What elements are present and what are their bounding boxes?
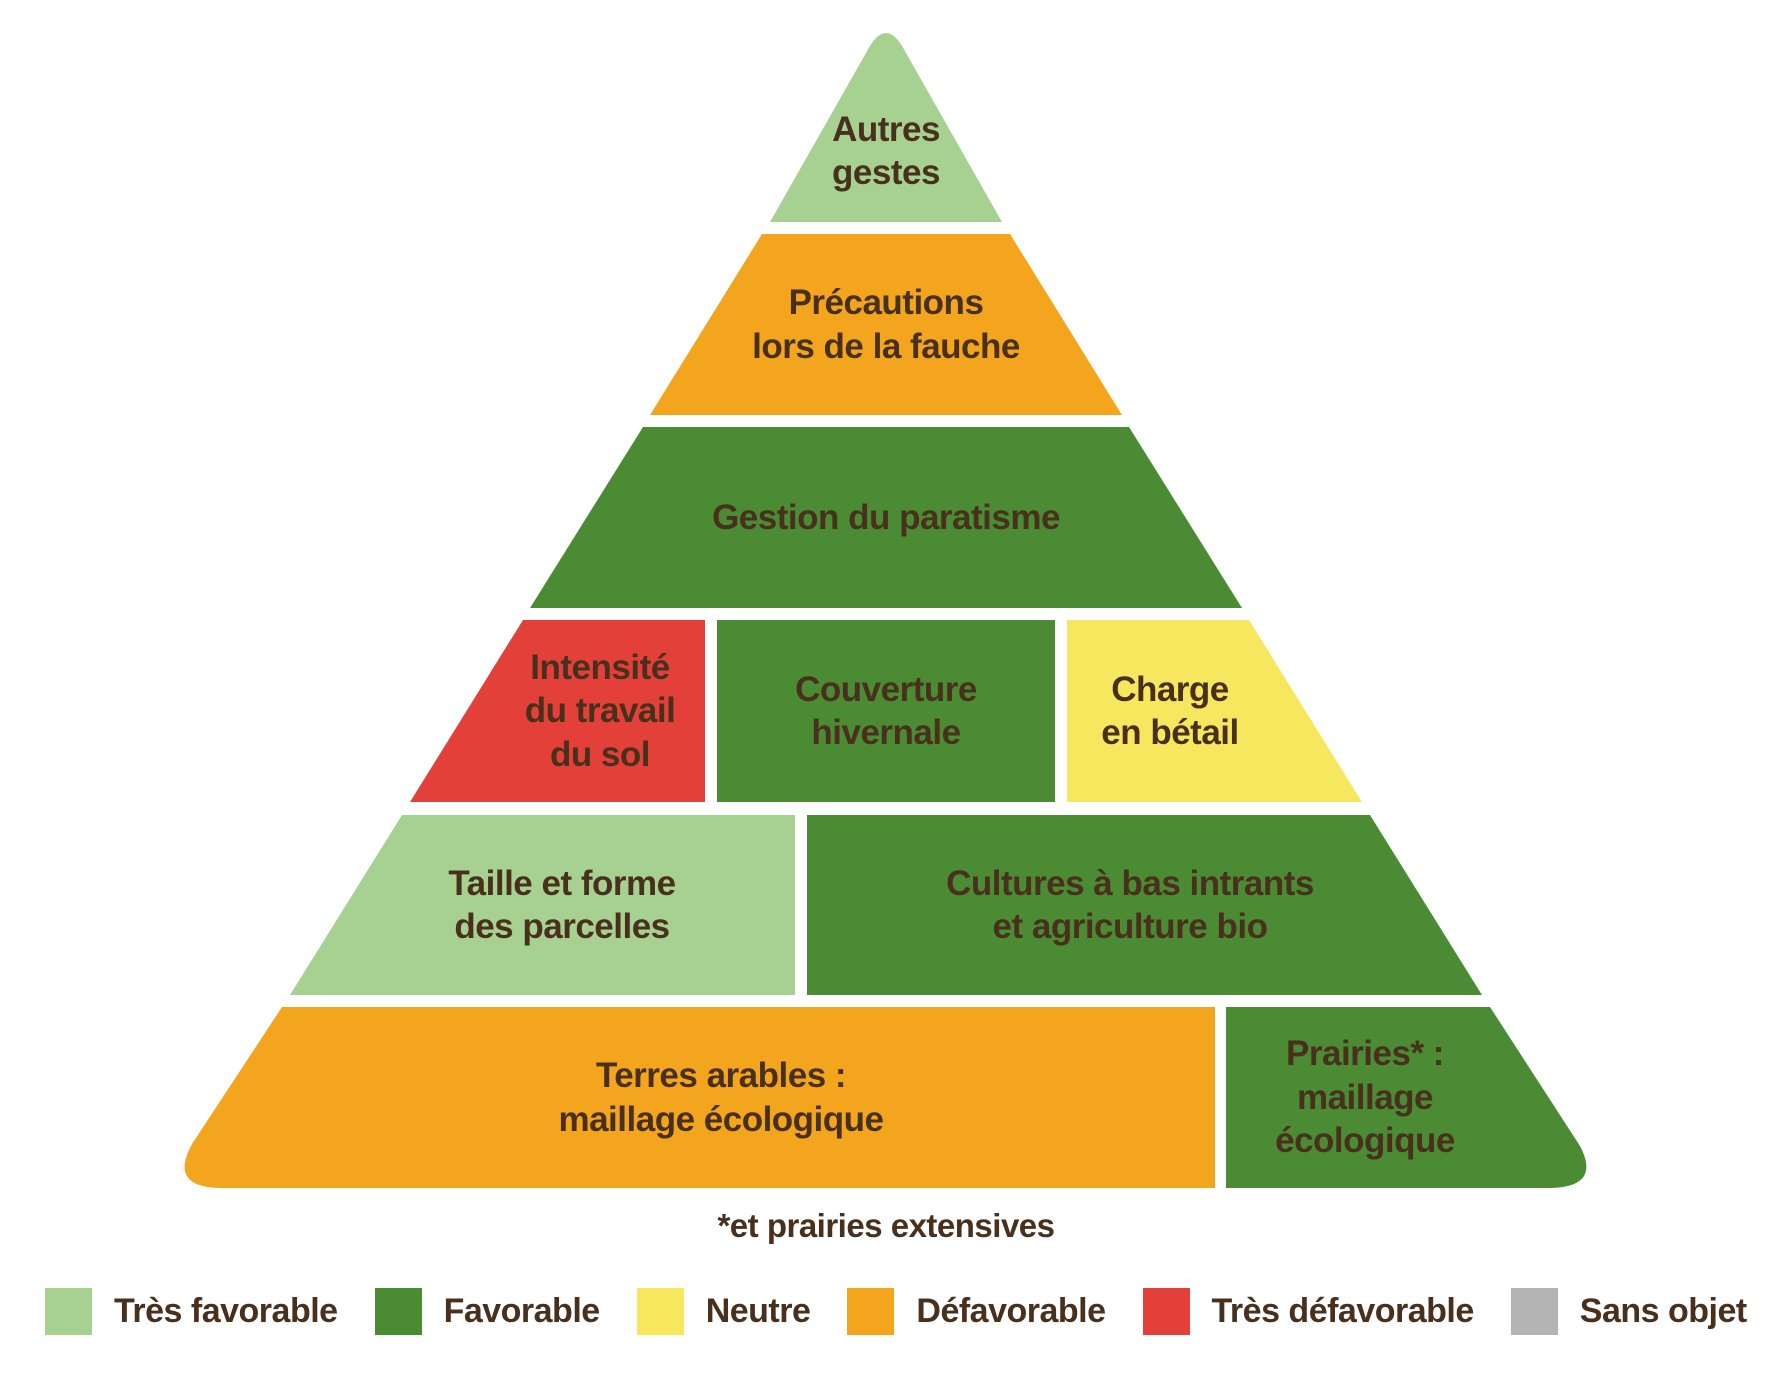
block-label-gestion-paratisme: Gestion du paratisme [712, 497, 1060, 537]
legend-label-tres-favorable: Très favorable [114, 1292, 338, 1330]
block-label-couverture-hivernale: Couverture hivernale [795, 669, 977, 752]
block-precautions-fauche-shape [650, 234, 1122, 415]
legend-label-favorable: Favorable [443, 1292, 601, 1330]
legend-swatch-favorable-icon [374, 1288, 422, 1335]
legend-item-favorable: Favorable [374, 1288, 601, 1335]
legend-swatch-tres-favorable-icon [45, 1288, 92, 1335]
legend-swatch-neutre-icon [636, 1288, 684, 1335]
block-label-cultures-bas-intrants: Cultures à bas intrants et agriculture b… [946, 863, 1314, 946]
block-label-terres-arables: Terres arables : maillage écologique [558, 1056, 884, 1139]
block-charge-betail-shape [1067, 620, 1362, 802]
legend: Très favorable Favorable Neutre Défavora… [45, 1288, 1747, 1335]
legend-item-neutre: Neutre [636, 1288, 811, 1335]
legend-item-sans-objet: Sans objet [1510, 1288, 1747, 1335]
legend-label-sans-objet: Sans objet [1579, 1292, 1747, 1330]
legend-item-defavorable: Défavorable [847, 1288, 1106, 1335]
block-cultures-bas-intrants-shape [807, 815, 1482, 995]
block-label-taille-forme-parcelles: Taille et forme des parcelles [448, 863, 676, 946]
legend-swatch-defavorable-icon [847, 1288, 895, 1335]
footnote: *et prairies extensives [717, 1207, 1055, 1244]
block-terres-arables-shape [184, 1007, 1216, 1188]
block-intensite-travail-sol-shape [410, 620, 705, 802]
legend-label-tres-defavorable: Très défavorable [1211, 1292, 1475, 1330]
block-label-autres-gestes: Autres gestes [832, 109, 940, 192]
legend-swatch-tres-defavorable-icon [1142, 1288, 1190, 1335]
block-autres-gestes-shape [770, 33, 1002, 222]
legend-swatch-sans-objet-icon [1510, 1288, 1558, 1335]
block-gestion-paratisme-shape [530, 427, 1242, 608]
block-label-intensite-travail-sol: Intensité du travail du sol [524, 647, 676, 774]
block-taille-forme-parcelles-shape [290, 815, 795, 995]
block-label-prairies-maillage: Prairies* : maillage écologique [1275, 1034, 1455, 1161]
block-label-charge-betail: Charge en bétail [1101, 669, 1239, 752]
legend-item-tres-defavorable: Très défavorable [1142, 1288, 1475, 1335]
block-couverture-hivernale-shape [717, 620, 1055, 802]
legend-item-tres-favorable: Très favorable [45, 1288, 338, 1335]
block-prairies-maillage-shape [1226, 1007, 1587, 1188]
legend-label-neutre: Neutre [705, 1292, 811, 1330]
block-label-precautions-fauche: Précautions lors de la fauche [752, 283, 1020, 366]
legend-label-defavorable: Défavorable [916, 1292, 1106, 1330]
